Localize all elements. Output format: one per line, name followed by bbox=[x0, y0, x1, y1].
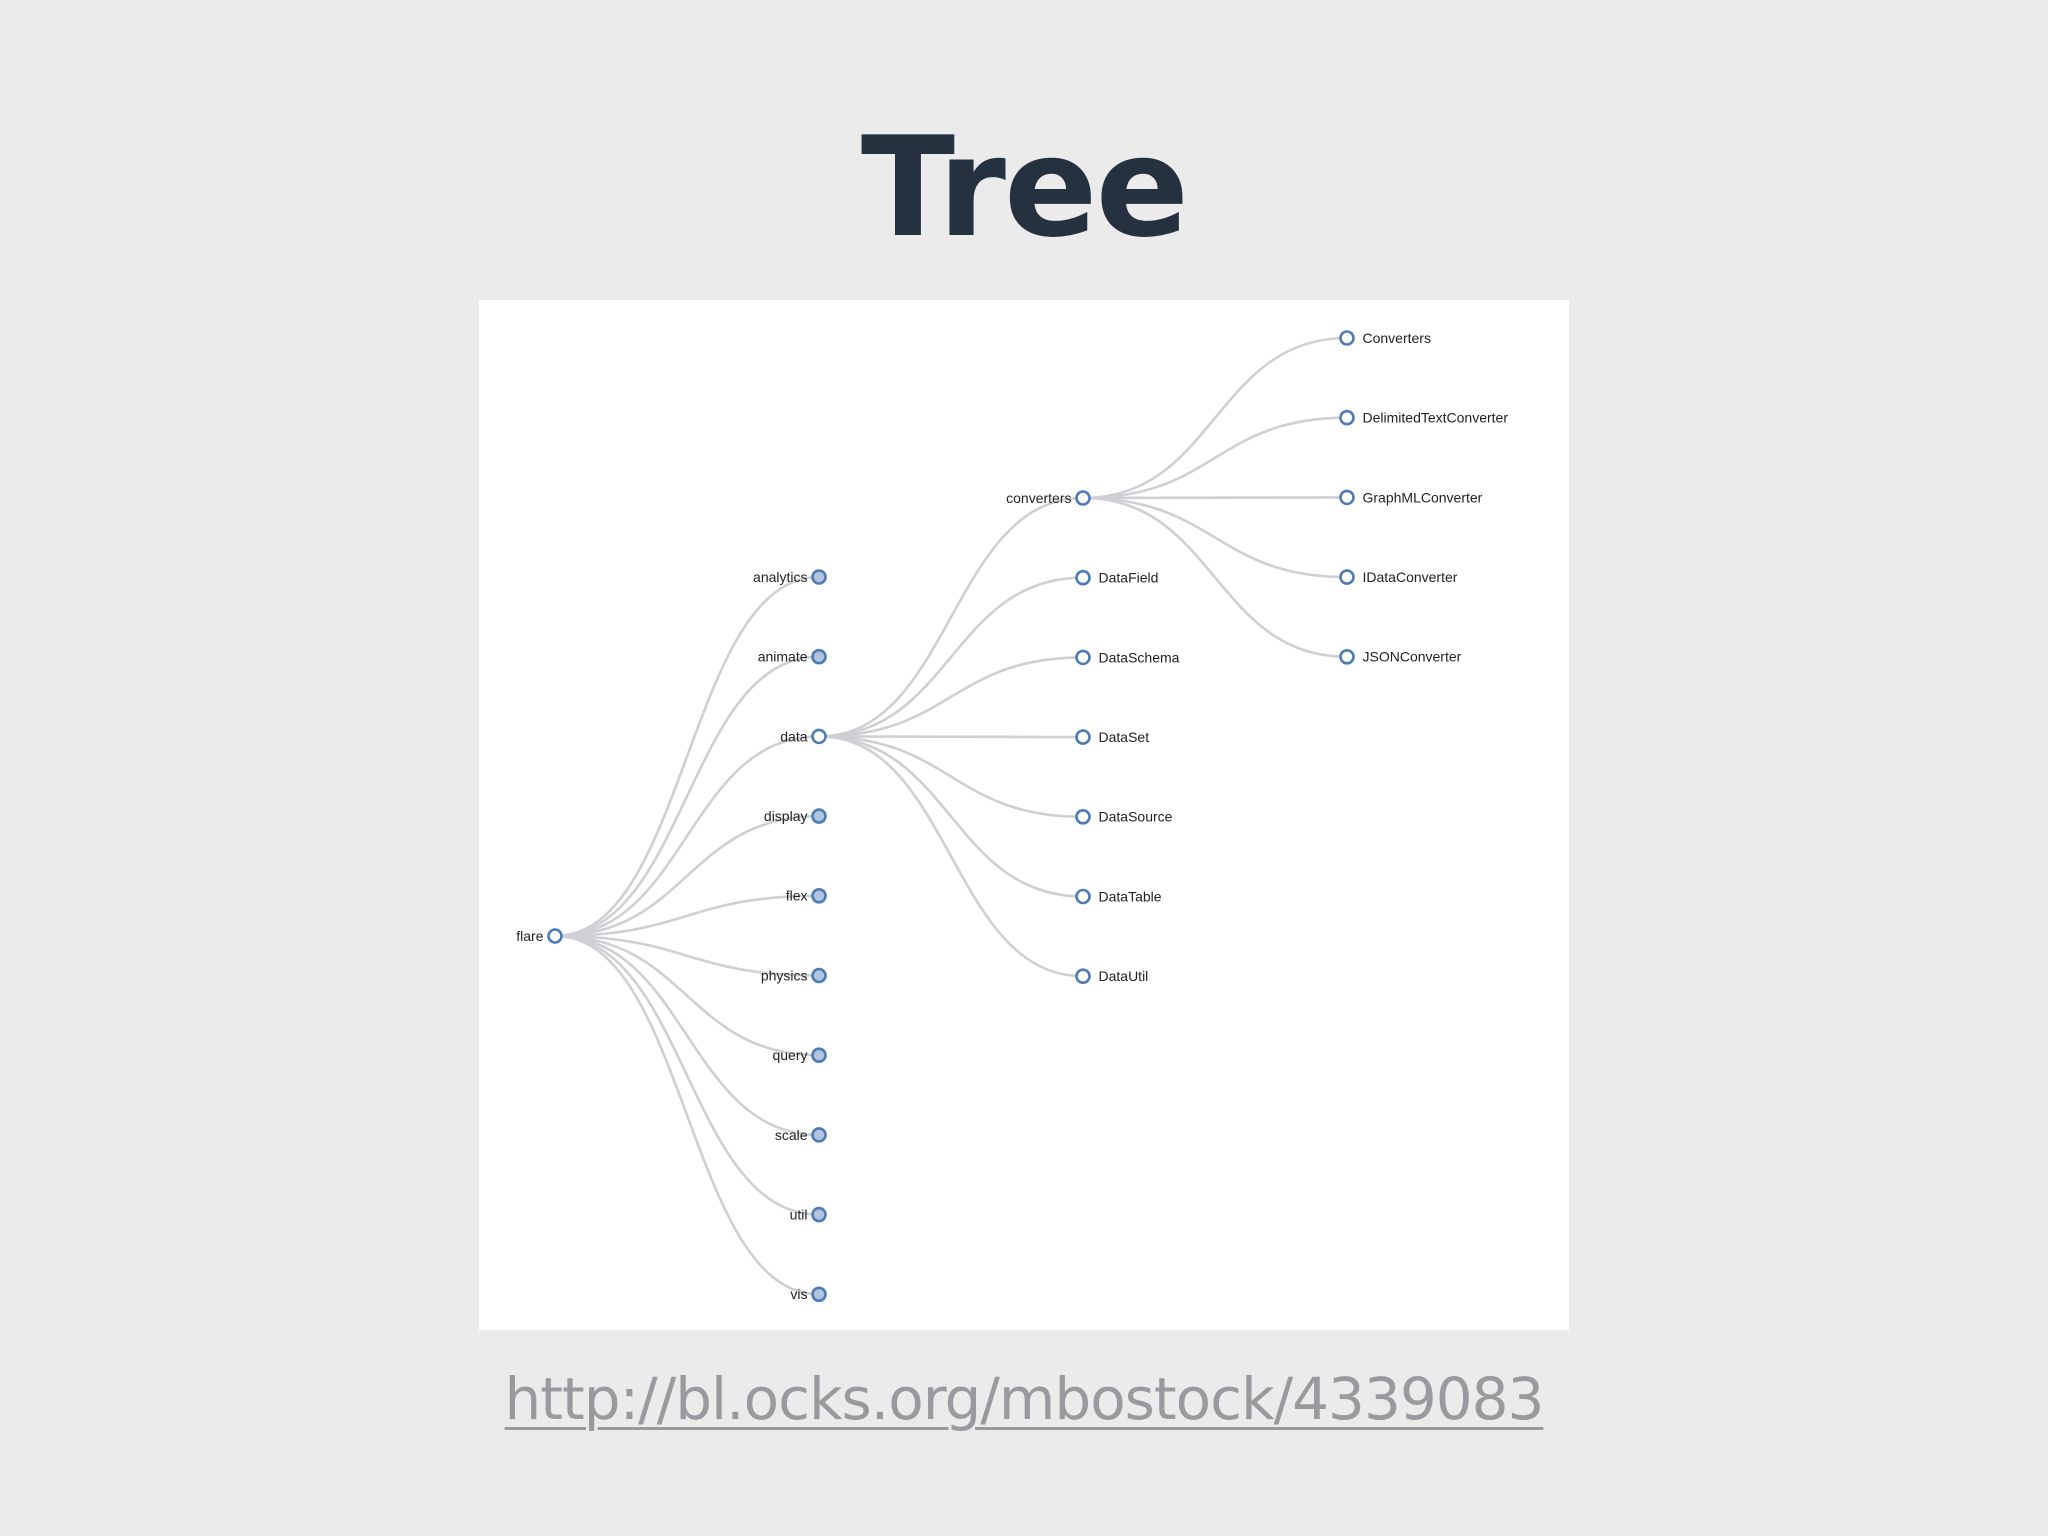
tree-node-jsonconverter[interactable]: JSONConverter bbox=[1339, 648, 1462, 665]
node-circle-analytics[interactable] bbox=[811, 569, 827, 585]
node-circle-util[interactable] bbox=[811, 1206, 827, 1223]
node-label-datatable: DataTable bbox=[1099, 888, 1162, 904]
node-circle-query[interactable] bbox=[811, 1047, 827, 1064]
tree-node-util[interactable]: util bbox=[790, 1206, 827, 1223]
link-flare-to-query bbox=[554, 934, 820, 1057]
node-label-scale: scale bbox=[775, 1127, 808, 1143]
link-data-to-datafield bbox=[818, 576, 1084, 738]
node-label-flex: flex bbox=[786, 888, 808, 904]
node-circle-dataschema[interactable] bbox=[1075, 649, 1091, 666]
link-flare-to-scale bbox=[554, 934, 820, 1137]
link-converters-to-idataconverter bbox=[1082, 496, 1348, 579]
link-data-to-converters bbox=[818, 496, 1084, 738]
tree-node-converters[interactable]: converters bbox=[1006, 490, 1091, 506]
node-circle-display[interactable] bbox=[811, 808, 827, 824]
node-label-flare: flare bbox=[516, 928, 543, 944]
node-label-converters: converters bbox=[1006, 490, 1071, 506]
node-circle-delimitedtextconverter[interactable] bbox=[1339, 409, 1355, 426]
source-url-link[interactable]: http://bl.ocks.org/mbostock/4339083 bbox=[504, 1365, 1545, 1433]
node-circle-datafield[interactable] bbox=[1075, 569, 1091, 586]
node-label-analytics: analytics bbox=[753, 569, 807, 585]
link-converters-to-delimitedtextconverter bbox=[1082, 416, 1348, 500]
nodes-layer: flare analytics animate data converters Conve… bbox=[516, 330, 1508, 1302]
node-label-datafield: DataField bbox=[1099, 570, 1159, 586]
node-circle-flex[interactable] bbox=[811, 887, 827, 904]
node-circle-datautil[interactable] bbox=[1075, 968, 1091, 985]
node-circle-dataset[interactable] bbox=[1075, 729, 1091, 745]
node-circle-datatable[interactable] bbox=[1075, 888, 1091, 905]
link-flare-to-data bbox=[554, 735, 820, 938]
node-label-data: data bbox=[780, 728, 807, 744]
link-flare-to-vis bbox=[554, 934, 820, 1296]
tree-diagram: flare analytics animate data converters Conve… bbox=[516, 330, 1508, 1302]
link-converters-to-converters bbox=[1082, 336, 1348, 500]
link-flare-to-display bbox=[554, 814, 820, 938]
node-circle-datasource[interactable] bbox=[1075, 808, 1091, 825]
tree-node-datautil[interactable]: DataUtil bbox=[1075, 968, 1149, 985]
link-data-to-datasource bbox=[818, 735, 1084, 819]
node-circle-converters[interactable] bbox=[1339, 330, 1355, 346]
node-circle-vis[interactable] bbox=[811, 1286, 827, 1303]
tree-node-dataset[interactable]: DataSet bbox=[1075, 729, 1150, 745]
node-label-physics: physics bbox=[761, 967, 808, 983]
node-label-query: query bbox=[772, 1047, 807, 1063]
tree-node-display[interactable]: display bbox=[764, 808, 827, 824]
tree-node-flare[interactable]: flare bbox=[516, 928, 563, 944]
tree-node-graphmlconverter[interactable]: GraphMLConverter bbox=[1339, 489, 1483, 506]
link-converters-to-graphmlconverter bbox=[1082, 496, 1348, 500]
link-data-to-dataset bbox=[818, 735, 1084, 739]
node-label-display: display bbox=[764, 808, 808, 824]
node-label-delimitedtextconverter: DelimitedTextConverter bbox=[1363, 410, 1509, 426]
node-label-idataconverter: IDataConverter bbox=[1363, 569, 1458, 585]
node-label-dataschema: DataSchema bbox=[1099, 649, 1180, 665]
node-circle-graphmlconverter[interactable] bbox=[1339, 489, 1355, 506]
tree-node-scale[interactable]: scale bbox=[775, 1127, 827, 1143]
node-label-animate: animate bbox=[758, 649, 808, 665]
link-flare-to-flex bbox=[554, 894, 820, 938]
tree-figure: flare analytics animate data converters Conve… bbox=[479, 300, 1569, 1330]
tree-node-physics[interactable]: physics bbox=[761, 967, 827, 984]
tree-node-delimitedtextconverter[interactable]: DelimitedTextConverter bbox=[1339, 409, 1509, 426]
node-circle-jsonconverter[interactable] bbox=[1339, 648, 1355, 665]
link-converters-to-jsonconverter bbox=[1082, 496, 1348, 659]
source-link-container: http://bl.ocks.org/mbostock/4339083 bbox=[0, 1363, 2048, 1435]
node-label-graphmlconverter: GraphMLConverter bbox=[1363, 489, 1483, 505]
node-label-jsonconverter: JSONConverter bbox=[1363, 649, 1462, 665]
node-label-util: util bbox=[790, 1207, 808, 1223]
node-label-dataset: DataSet bbox=[1099, 729, 1150, 745]
tree-node-idataconverter[interactable]: IDataConverter bbox=[1339, 569, 1458, 585]
node-label-datautil: DataUtil bbox=[1099, 968, 1149, 984]
node-circle-scale[interactable] bbox=[811, 1127, 827, 1143]
tree-node-dataschema[interactable]: DataSchema bbox=[1075, 649, 1180, 666]
node-circle-physics[interactable] bbox=[811, 967, 827, 984]
link-flare-to-util bbox=[554, 934, 820, 1216]
tree-node-datafield[interactable]: DataField bbox=[1075, 569, 1159, 586]
node-circle-animate[interactable] bbox=[811, 648, 827, 665]
tree-node-data[interactable]: data bbox=[780, 728, 827, 745]
node-circle-flare[interactable] bbox=[547, 928, 563, 944]
tree-node-datatable[interactable]: DataTable bbox=[1075, 888, 1162, 905]
links-layer bbox=[554, 336, 1348, 1296]
tree-node-datasource[interactable]: DataSource bbox=[1075, 808, 1173, 825]
node-label-converters: Converters bbox=[1363, 330, 1431, 346]
link-flare-to-analytics bbox=[554, 575, 820, 938]
tree-node-flex[interactable]: flex bbox=[786, 887, 827, 904]
tree-node-animate[interactable]: animate bbox=[758, 648, 827, 665]
link-flare-to-animate bbox=[554, 655, 820, 938]
tree-node-analytics[interactable]: analytics bbox=[753, 569, 827, 585]
link-flare-to-physics bbox=[554, 934, 820, 977]
node-circle-idataconverter[interactable] bbox=[1339, 569, 1355, 585]
link-data-to-datatable bbox=[818, 735, 1084, 898]
node-label-vis: vis bbox=[790, 1286, 807, 1302]
link-data-to-datautil bbox=[818, 735, 1084, 978]
node-circle-data[interactable] bbox=[811, 728, 827, 745]
node-label-datasource: DataSource bbox=[1099, 809, 1173, 825]
link-data-to-dataschema bbox=[818, 656, 1084, 738]
tree-node-vis[interactable]: vis bbox=[790, 1286, 827, 1303]
node-circle-converters[interactable] bbox=[1075, 490, 1091, 506]
tree-node-query[interactable]: query bbox=[772, 1047, 827, 1064]
tree-node-converters[interactable]: Converters bbox=[1339, 330, 1431, 346]
slide-title: Tree bbox=[860, 107, 1189, 268]
